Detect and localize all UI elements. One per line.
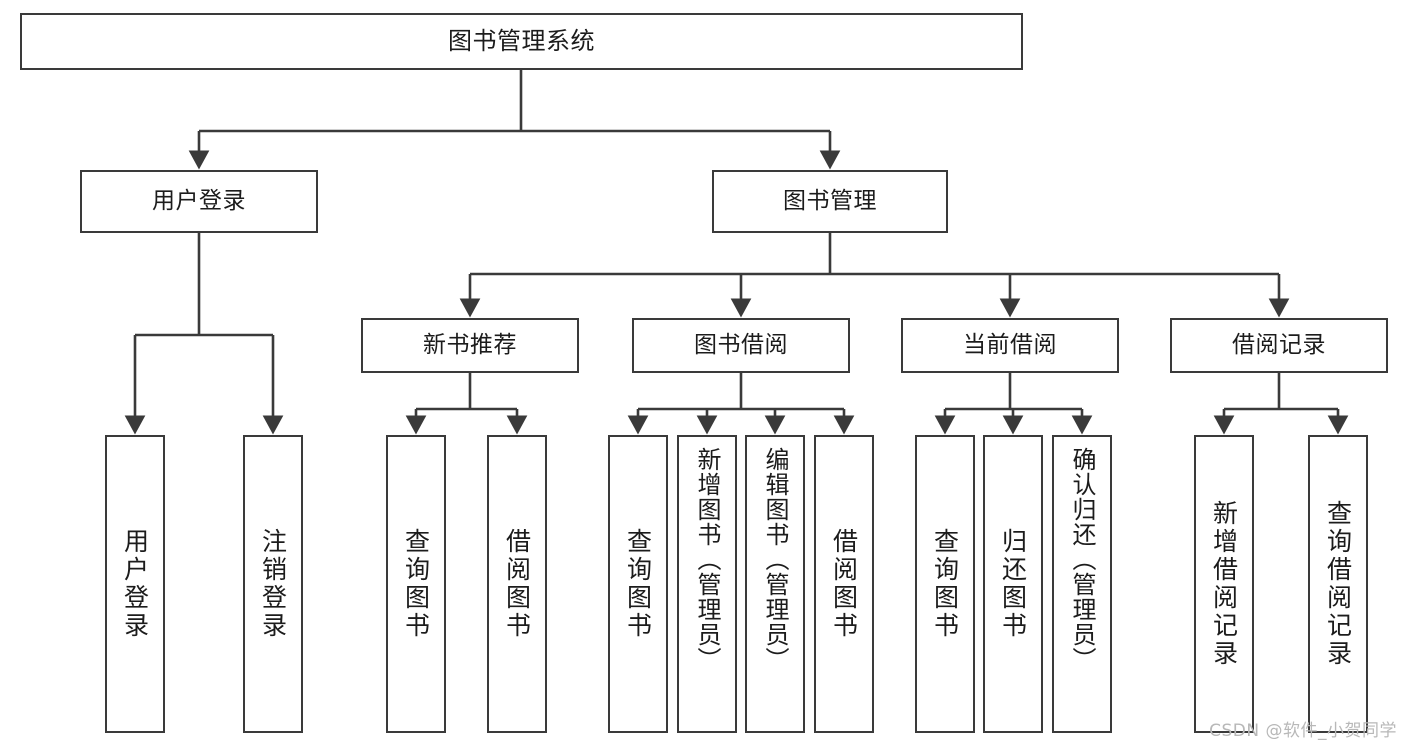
node-book-borrow[interactable]: 图书借阅 — [632, 318, 850, 373]
leaf-user-login[interactable]: 用户登录 — [105, 435, 165, 733]
node-label: 新增图书（管理员） — [693, 447, 721, 672]
node-label: 用户登录 — [152, 187, 246, 214]
node-label: 图书管理系统 — [448, 27, 595, 56]
node-label: 确认归还（管理员） — [1068, 447, 1096, 672]
leaf-return-book[interactable]: 归还图书 — [983, 435, 1043, 733]
leaf-add-book[interactable]: 新增图书（管理员） — [677, 435, 737, 733]
node-label: 新增借阅记录 — [1209, 500, 1239, 668]
node-label: 查询图书 — [623, 528, 653, 640]
node-current-borrow[interactable]: 当前借阅 — [901, 318, 1119, 373]
node-label: 归还图书 — [998, 528, 1028, 640]
watermark-text: CSDN @软件_小贺同学 — [1209, 721, 1397, 741]
node-label: 注销登录 — [258, 528, 288, 640]
leaf-edit-book[interactable]: 编辑图书（管理员） — [745, 435, 805, 733]
node-label: 编辑图书（管理员） — [761, 447, 789, 672]
node-book-manage[interactable]: 图书管理 — [712, 170, 948, 233]
node-label: 借阅图书 — [502, 528, 532, 640]
node-label: 图书管理 — [783, 187, 877, 214]
leaf-confirm-return[interactable]: 确认归还（管理员） — [1052, 435, 1112, 733]
leaf-add-record[interactable]: 新增借阅记录 — [1194, 435, 1254, 733]
node-label: 借阅记录 — [1232, 331, 1326, 358]
node-label: 用户登录 — [120, 528, 150, 640]
node-label: 查询图书 — [930, 528, 960, 640]
node-label: 借阅图书 — [829, 528, 859, 640]
node-label: 图书借阅 — [694, 331, 788, 358]
node-borrow-record[interactable]: 借阅记录 — [1170, 318, 1388, 373]
leaf-borrow-book-2[interactable]: 借阅图书 — [814, 435, 874, 733]
node-label: 查询借阅记录 — [1323, 500, 1353, 668]
node-new-book-recommend[interactable]: 新书推荐 — [361, 318, 579, 373]
node-label: 当前借阅 — [963, 331, 1057, 358]
leaf-borrow-book-1[interactable]: 借阅图书 — [487, 435, 547, 733]
leaf-query-record[interactable]: 查询借阅记录 — [1308, 435, 1368, 733]
leaf-query-book-3[interactable]: 查询图书 — [915, 435, 975, 733]
leaf-query-book-1[interactable]: 查询图书 — [386, 435, 446, 733]
node-label: 新书推荐 — [423, 331, 517, 358]
leaf-logout[interactable]: 注销登录 — [243, 435, 303, 733]
node-root-system[interactable]: 图书管理系统 — [20, 13, 1023, 70]
leaf-query-book-2[interactable]: 查询图书 — [608, 435, 668, 733]
node-user-login[interactable]: 用户登录 — [80, 170, 318, 233]
node-label: 查询图书 — [401, 528, 431, 640]
